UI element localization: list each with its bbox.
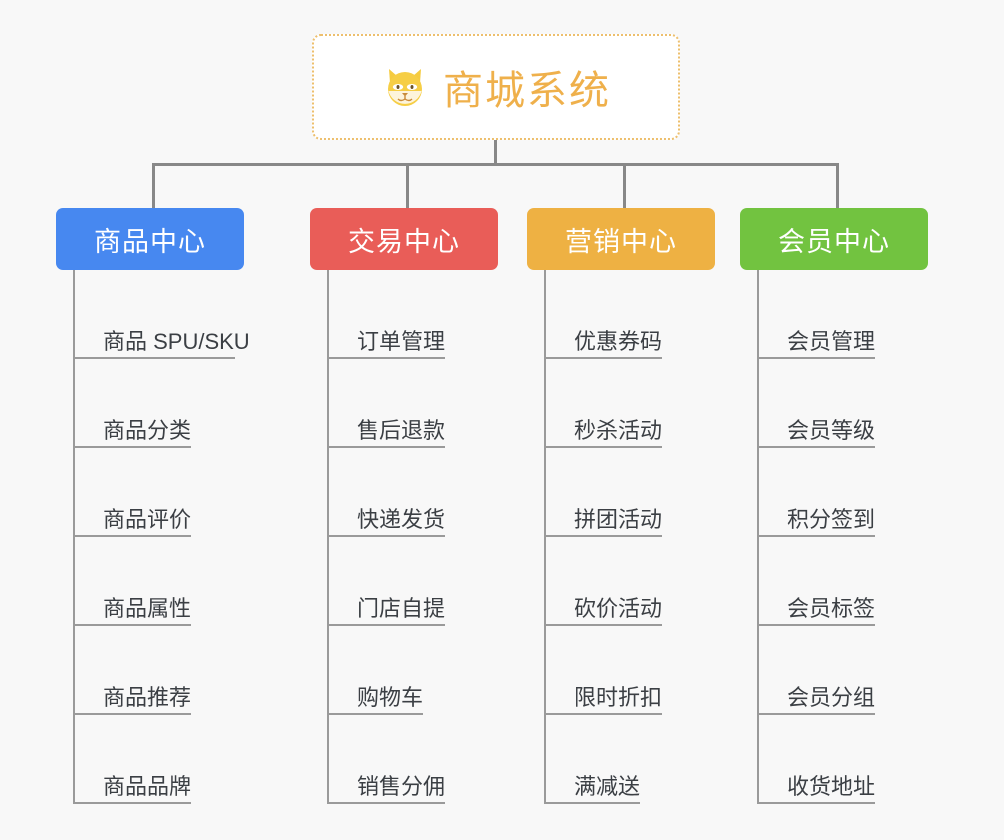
leaf-item-underline: [544, 624, 662, 626]
leaf-item-label: 商品 SPU/SKU: [103, 328, 250, 354]
leaf-item-label: 优惠券码: [574, 328, 663, 354]
leaf-item-underline: [73, 535, 191, 537]
leaf-item[interactable]: 商品评价: [59, 448, 259, 537]
leaf-item-underline: [327, 357, 445, 359]
leaf-item[interactable]: 订单管理: [313, 270, 513, 359]
leaf-item-label: 秒杀活动: [574, 417, 663, 443]
leaf-item-label: 商品评价: [103, 506, 192, 532]
leaf-item-label: 限时折扣: [574, 684, 663, 710]
leaf-item[interactable]: 售后退款: [313, 359, 513, 448]
root-title: 商城系统: [443, 69, 611, 113]
leaf-item-underline: [327, 535, 445, 537]
leaf-item-label: 门店自提: [357, 595, 446, 621]
leaf-item-label: 会员等级: [787, 417, 876, 443]
connector-horizontal-bus: [152, 163, 839, 166]
leaf-item-underline: [544, 713, 662, 715]
category-label: 会员中心: [778, 226, 890, 257]
leaf-column-2: 订单管理售后退款快递发货门店自提购物车销售分佣: [313, 270, 513, 804]
leaf-item[interactable]: 商品品牌: [59, 715, 259, 804]
category-box-3[interactable]: 营销中心: [527, 208, 715, 270]
leaf-item-underline: [327, 446, 445, 448]
leaf-item-underline: [544, 357, 662, 359]
leaf-item-label: 满减送: [574, 773, 641, 799]
leaf-item-label: 会员分组: [787, 684, 876, 710]
category-label: 交易中心: [348, 226, 460, 257]
leaf-item-label: 会员管理: [787, 328, 876, 354]
leaf-item-underline: [327, 713, 423, 715]
leaf-item-underline: [544, 802, 640, 804]
leaf-item-underline: [73, 624, 191, 626]
leaf-item[interactable]: 商品推荐: [59, 626, 259, 715]
leaf-item-label: 商品推荐: [103, 684, 192, 710]
leaf-item-underline: [327, 802, 445, 804]
leaf-item[interactable]: 门店自提: [313, 537, 513, 626]
leaf-item-label: 商品属性: [103, 595, 192, 621]
leaf-item[interactable]: 积分签到: [743, 448, 943, 537]
leaf-column-3: 优惠券码秒杀活动拼团活动砍价活动限时折扣满减送: [530, 270, 730, 804]
category-box-4[interactable]: 会员中心: [740, 208, 928, 270]
leaf-item-underline: [757, 802, 875, 804]
connector-root-stem: [494, 140, 497, 164]
connector-drop-3: [623, 163, 626, 208]
leaf-item[interactable]: 会员标签: [743, 537, 943, 626]
column-spine: [544, 270, 546, 804]
leaf-item-label: 订单管理: [357, 328, 446, 354]
column-spine: [73, 270, 75, 804]
connector-drop-2: [406, 163, 409, 208]
leaf-item-underline: [757, 713, 875, 715]
leaf-item-underline: [73, 357, 235, 359]
leaf-item-label: 收货地址: [787, 773, 876, 799]
leaf-item-label: 快递发货: [357, 506, 446, 532]
dog-face-icon: [381, 63, 429, 111]
leaf-item[interactable]: 砍价活动: [530, 537, 730, 626]
leaf-item[interactable]: 收货地址: [743, 715, 943, 804]
root-node[interactable]: 商城系统: [312, 34, 680, 140]
category-box-2[interactable]: 交易中心: [310, 208, 498, 270]
leaf-item-underline: [73, 713, 191, 715]
leaf-item[interactable]: 销售分佣: [313, 715, 513, 804]
leaf-item[interactable]: 会员分组: [743, 626, 943, 715]
leaf-item-underline: [757, 624, 875, 626]
category-box-1[interactable]: 商品中心: [56, 208, 244, 270]
leaf-item-label: 销售分佣: [357, 773, 446, 799]
leaf-item-label: 砍价活动: [574, 595, 663, 621]
leaf-item-label: 商品分类: [103, 417, 192, 443]
category-label: 营销中心: [565, 226, 677, 257]
leaf-item[interactable]: 拼团活动: [530, 448, 730, 537]
category-label: 商品中心: [94, 226, 206, 257]
leaf-item[interactable]: 满减送: [530, 715, 730, 804]
connector-drop-4: [836, 163, 839, 208]
leaf-item-underline: [327, 624, 445, 626]
leaf-item[interactable]: 商品属性: [59, 537, 259, 626]
leaf-item-label: 积分签到: [787, 506, 876, 532]
leaf-column-4: 会员管理会员等级积分签到会员标签会员分组收货地址: [743, 270, 943, 804]
leaf-item[interactable]: 会员等级: [743, 359, 943, 448]
leaf-item-label: 会员标签: [787, 595, 876, 621]
column-spine: [757, 270, 759, 804]
leaf-column-1: 商品 SPU/SKU 商品分类商品评价商品属性商品推荐商品品牌: [59, 270, 259, 804]
leaf-item-label: 商品品牌: [103, 773, 192, 799]
leaf-item[interactable]: 购物车: [313, 626, 513, 715]
leaf-item[interactable]: 优惠券码: [530, 270, 730, 359]
leaf-item[interactable]: 会员管理: [743, 270, 943, 359]
leaf-item[interactable]: 商品分类: [59, 359, 259, 448]
leaf-item-underline: [544, 535, 662, 537]
connector-drop-1: [152, 163, 155, 208]
leaf-item-underline: [73, 446, 191, 448]
leaf-item-label: 拼团活动: [574, 506, 663, 532]
leaf-item[interactable]: 限时折扣: [530, 626, 730, 715]
column-spine: [327, 270, 329, 804]
leaf-item-underline: [757, 357, 875, 359]
leaf-item-underline: [757, 446, 875, 448]
leaf-item-underline: [544, 446, 662, 448]
leaf-item[interactable]: 商品 SPU/SKU: [59, 270, 259, 359]
leaf-item-label: 售后退款: [357, 417, 446, 443]
leaf-item-label: 购物车: [357, 684, 424, 710]
leaf-item-underline: [73, 802, 191, 804]
leaf-item[interactable]: 快递发货: [313, 448, 513, 537]
leaf-item-underline: [757, 535, 875, 537]
leaf-item[interactable]: 秒杀活动: [530, 359, 730, 448]
